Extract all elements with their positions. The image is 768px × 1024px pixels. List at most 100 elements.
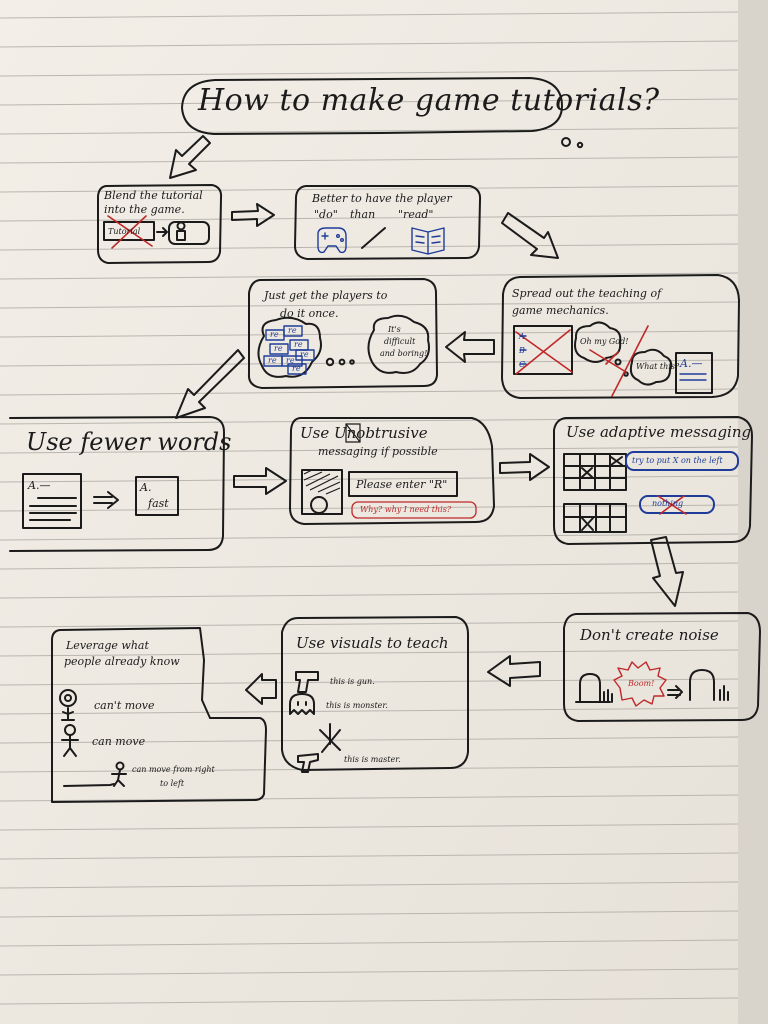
ruled-line <box>0 504 739 512</box>
leverage-move-line-2: to left <box>160 779 185 788</box>
arch-right <box>689 669 715 701</box>
flower-center <box>64 694 72 702</box>
small-arrow <box>667 685 683 699</box>
adaptive-box <box>553 416 753 545</box>
leverage-can-move: can move <box>92 735 146 748</box>
red-cross-list <box>515 329 573 375</box>
boom-text: Boom! <box>628 679 655 688</box>
ruled-line <box>0 939 739 947</box>
gamepad-buttons <box>321 232 329 240</box>
ruled-line <box>0 446 739 454</box>
grass-left <box>603 689 613 703</box>
divider-stroke <box>361 227 386 249</box>
text-lines <box>29 497 77 521</box>
leverage-heading-line-1: Leverage what <box>66 639 149 652</box>
spread-heading-line-1: Spread out the teaching of <box>512 287 662 300</box>
re-box <box>295 349 315 361</box>
once-heading-line-2: do it once. <box>280 307 339 320</box>
bubble-oh-my-god: Oh my God! <box>580 337 629 346</box>
arch-left <box>579 673 601 703</box>
ruled-line <box>0 272 739 280</box>
fewer-words-heading: Use fewer words <box>26 428 232 456</box>
fewer-after-line-2: fast <box>148 497 169 510</box>
re-box <box>269 343 289 355</box>
ruled-line <box>0 910 739 918</box>
ruled-line <box>0 127 739 135</box>
tutorial-label: Tutorial <box>108 227 141 236</box>
arrow-do-to-spread <box>501 212 559 259</box>
thought-dot <box>338 358 346 366</box>
page-title: How to make game tutorials? <box>198 83 660 118</box>
ruled-line <box>0 707 739 715</box>
adaptive-hint: try to put X on the left <box>632 456 723 465</box>
unobtrusive-heading-line-2: messaging if possible <box>318 445 438 458</box>
scribble-fill <box>303 469 341 495</box>
re-label: re <box>274 344 283 353</box>
re-label: re <box>292 364 301 373</box>
re-cloud <box>257 316 322 378</box>
ruled-line <box>0 823 739 831</box>
re-label: re <box>288 326 297 335</box>
ruled-line <box>0 11 739 19</box>
unobtrusive-complaint: Why? why I need this? <box>360 505 452 514</box>
gun-icon <box>297 753 319 773</box>
gamepad-button <box>336 233 341 238</box>
complaint-cloud <box>367 314 430 374</box>
re-label: re <box>270 330 279 339</box>
arrow-visuals-to-leverage <box>245 673 277 705</box>
title-bubble-outline <box>181 77 563 135</box>
transform-arrow <box>93 491 119 509</box>
ruled-line <box>0 98 739 106</box>
visuals-heading: Use visuals to teach <box>296 634 449 652</box>
complaint-box[interactable] <box>351 501 477 519</box>
character-body <box>176 230 186 241</box>
thought-bubble-1 <box>574 321 622 363</box>
blend-heading-line-2: into the game. <box>104 203 185 216</box>
ruled-line <box>0 881 739 889</box>
bubble-what-this: What this? <box>636 362 680 371</box>
ruled-line <box>0 301 739 309</box>
stickman-body-icon <box>61 734 79 757</box>
player-do-quote-do: "do" <box>314 208 338 221</box>
crossed-figure-icon <box>319 723 341 753</box>
arrow-once-to-fewer <box>175 349 245 419</box>
page-edge-shadow <box>738 0 768 1024</box>
x-mark <box>581 467 593 478</box>
visuals-master-line: this is master. <box>344 755 401 764</box>
game-screen <box>168 221 210 245</box>
ruled-line <box>0 185 739 193</box>
monster-eyes <box>297 701 307 706</box>
red-slash <box>589 349 627 373</box>
fewer-after-line-1: A. <box>140 481 152 494</box>
grid-lines <box>563 503 627 533</box>
gamepad-icon <box>317 227 347 254</box>
doc-sheet <box>675 352 713 394</box>
doc-a-text: A.— <box>680 357 703 370</box>
box-icon-strikethrough <box>345 423 361 443</box>
thought-dot <box>576 141 584 149</box>
re-box <box>281 355 303 367</box>
ruled-line <box>0 562 739 570</box>
character-head <box>176 221 186 231</box>
re-box <box>287 363 307 375</box>
once-bubble-line-2: difficult <box>384 337 416 346</box>
x-mark <box>581 517 594 531</box>
monster-icon <box>289 693 315 715</box>
thought-dot <box>561 137 571 147</box>
visuals-monster-line: this is monster. <box>326 701 388 710</box>
noise-heading: Don't create noise <box>580 626 719 644</box>
ruled-line <box>0 69 739 77</box>
ruled-line <box>0 330 739 338</box>
arrow-noise-to-visuals <box>487 655 541 687</box>
leverage-box <box>51 627 267 803</box>
long-text-doc <box>22 473 82 529</box>
fewer-before-text: A.— <box>28 479 51 492</box>
short-text-doc <box>135 476 179 516</box>
leverage-cant-move: can't move <box>94 699 155 712</box>
red-strike-nothing <box>657 495 687 515</box>
arrow-unobtrusive-to-adaptive <box>499 453 550 481</box>
ruled-line <box>0 214 739 222</box>
runner-line <box>63 783 115 787</box>
ruled-line <box>0 243 739 251</box>
